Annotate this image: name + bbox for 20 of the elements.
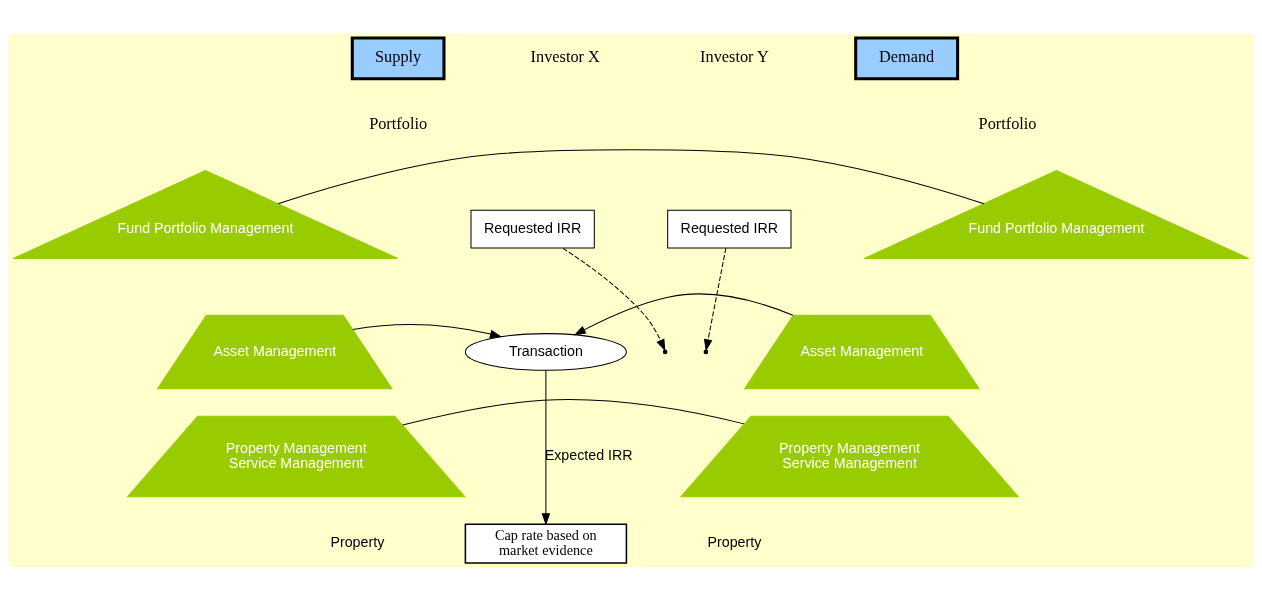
- node-box: Supply: [350, 36, 446, 81]
- node-box: Requested IRR: [667, 209, 792, 249]
- connector: [402, 399, 745, 426]
- label: Investor X: [530, 47, 600, 67]
- edge-label: Expected IRR: [544, 447, 633, 464]
- label: Investor Y: [700, 47, 769, 67]
- arrow: [562, 247, 666, 352]
- label: Property: [707, 534, 762, 551]
- node-ellipse: Transaction: [464, 333, 627, 371]
- label: Portfolio: [369, 113, 428, 133]
- connector: [277, 149, 985, 205]
- label: Portfolio: [978, 113, 1037, 133]
- arrow: [541, 369, 551, 526]
- node-box: Demand: [854, 36, 960, 81]
- arrow: [352, 323, 503, 339]
- arrow: [573, 293, 794, 336]
- node-box: Requested IRR: [470, 209, 595, 249]
- arrow: [703, 247, 727, 352]
- node-box: Cap rate based on market evidence: [464, 523, 628, 564]
- label: Property: [330, 534, 385, 551]
